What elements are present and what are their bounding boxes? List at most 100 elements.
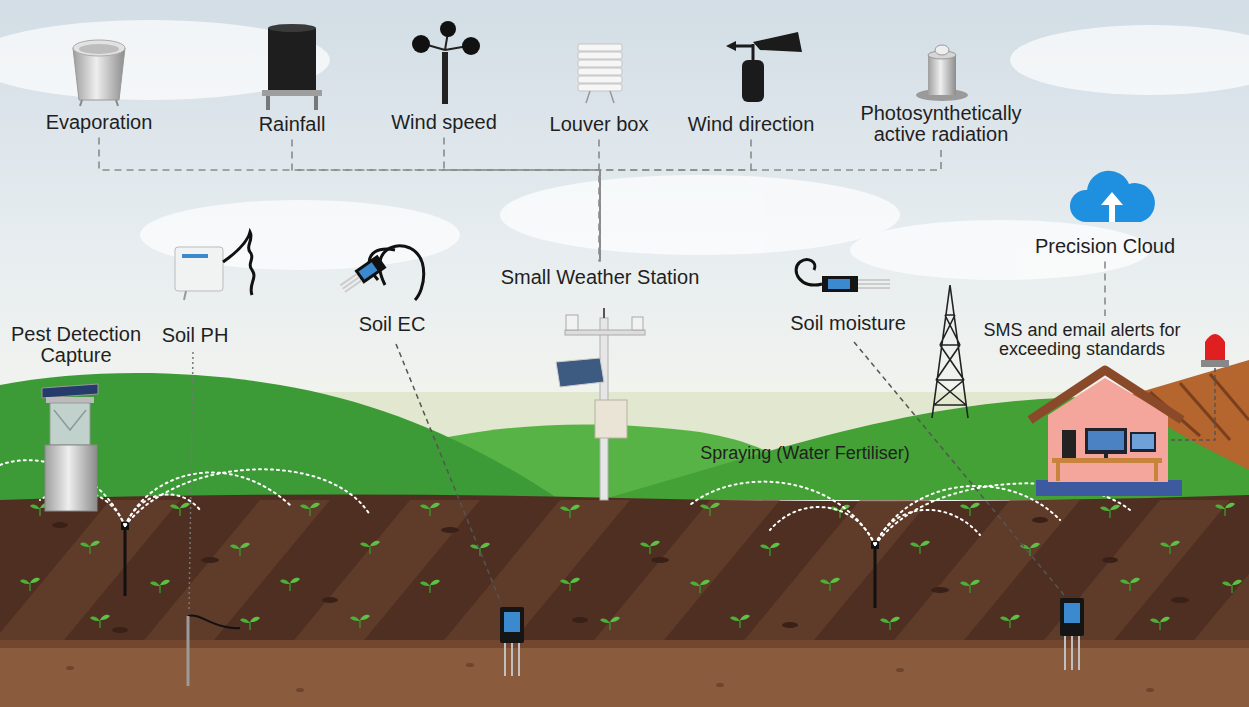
clod (651, 557, 669, 563)
computer-tower (1062, 430, 1076, 458)
louver-plate (578, 68, 622, 75)
sensor-label: Wind direction (686, 112, 817, 137)
node-text: Soil PH (162, 325, 229, 346)
cloud (500, 175, 900, 255)
louver-plate (578, 60, 622, 67)
station-label: Small Weather Station (499, 265, 702, 290)
trap-cabinet (45, 445, 97, 511)
sprout (820, 578, 840, 591)
station-vane (603, 308, 605, 318)
louver-plate (578, 44, 622, 51)
sensor-label: Soil EC (357, 312, 428, 337)
solar-panel (556, 358, 604, 387)
clod (1171, 597, 1189, 603)
node-text: Small Weather Station (501, 267, 700, 288)
ec-body (354, 255, 386, 284)
sprout (560, 578, 580, 591)
leader-line (854, 342, 1064, 595)
trap-cap (46, 397, 94, 403)
clod (52, 522, 68, 528)
par-dome (935, 45, 949, 55)
desk-leg (1154, 463, 1158, 481)
alert-label: SMS and email alerts for exceeding stand… (969, 319, 1195, 361)
clod (782, 622, 798, 628)
dashed-connector (600, 150, 941, 262)
node-text: Wind speed (391, 112, 497, 133)
gauge-body (268, 28, 316, 90)
trap-funnel (54, 410, 86, 430)
moisture-body (1060, 598, 1084, 636)
sensor-label: Photosynthetically active radiation (836, 101, 1046, 147)
ph-cable (223, 232, 254, 295)
node-text: SMS and email alerts for exceeding stand… (971, 321, 1193, 359)
soil-stripe (290, 500, 480, 645)
moisture-cable (796, 260, 822, 286)
sprout (960, 580, 980, 593)
sensor-label: Wind speed (389, 110, 499, 135)
sprout (1000, 615, 1020, 628)
sprout (360, 541, 380, 554)
sensor-label: Louver box (548, 112, 651, 137)
desk-leg (1056, 463, 1060, 481)
moisture-prongs (858, 280, 890, 288)
dashed-connector (598, 140, 600, 262)
dashed-connector (292, 140, 600, 262)
soil-clods (52, 517, 1189, 633)
pan-leg (80, 100, 82, 106)
pest-trap (42, 384, 98, 511)
sprout (880, 617, 900, 630)
sprout (240, 617, 260, 630)
ec-prongs (505, 643, 519, 676)
sprout (1100, 505, 1120, 518)
sprout (1120, 578, 1140, 591)
sprout (300, 503, 320, 516)
spray-arc (690, 482, 875, 545)
gauge-leg (266, 96, 270, 110)
sprinkler-pole (874, 545, 877, 608)
evaporation-pan (73, 40, 125, 106)
sprout (90, 615, 110, 628)
sprout (1160, 541, 1180, 554)
wind-vane (726, 32, 802, 102)
spray-arc (125, 494, 200, 526)
siren-base (1201, 360, 1229, 367)
dashed-connector (1104, 262, 1106, 317)
leader-line (396, 344, 501, 603)
node-text: Precision Cloud (1035, 236, 1175, 257)
sprout (760, 543, 780, 556)
dashed-connector (444, 138, 600, 262)
sprout (150, 580, 170, 593)
sprout (1222, 580, 1242, 593)
dot (66, 666, 74, 670)
soil-stripe (1190, 500, 1249, 645)
louver-plate (578, 52, 622, 59)
gauge-top (268, 24, 316, 32)
spray-arc (125, 472, 290, 526)
house-base (1036, 480, 1182, 496)
par-body (928, 55, 956, 95)
node-text: Wind direction (688, 114, 815, 135)
ec-prongs (340, 274, 361, 292)
dashed-connector (99, 138, 600, 262)
trap-label: Pest Detection Capture (5, 322, 147, 368)
sensor-label: Soil PH (160, 323, 231, 348)
clod (441, 527, 459, 533)
louver-legs (586, 91, 614, 103)
sprinkler-pole (124, 526, 127, 596)
leader-line (189, 352, 193, 612)
sprout (1215, 503, 1235, 516)
cloud-label: Precision Cloud (1033, 234, 1177, 259)
sprout (420, 580, 440, 593)
ec-screen (504, 612, 520, 632)
station-sensor (566, 315, 578, 330)
radio-tower (932, 285, 968, 418)
sensor-label: Soil moisture (788, 311, 908, 336)
sprout (960, 503, 980, 516)
cloud (1010, 25, 1249, 95)
sprout (420, 503, 440, 516)
moisture-body (822, 276, 858, 292)
monitor (1085, 428, 1127, 454)
louver-plate (578, 76, 622, 83)
ec-sensor-icon (338, 246, 424, 300)
